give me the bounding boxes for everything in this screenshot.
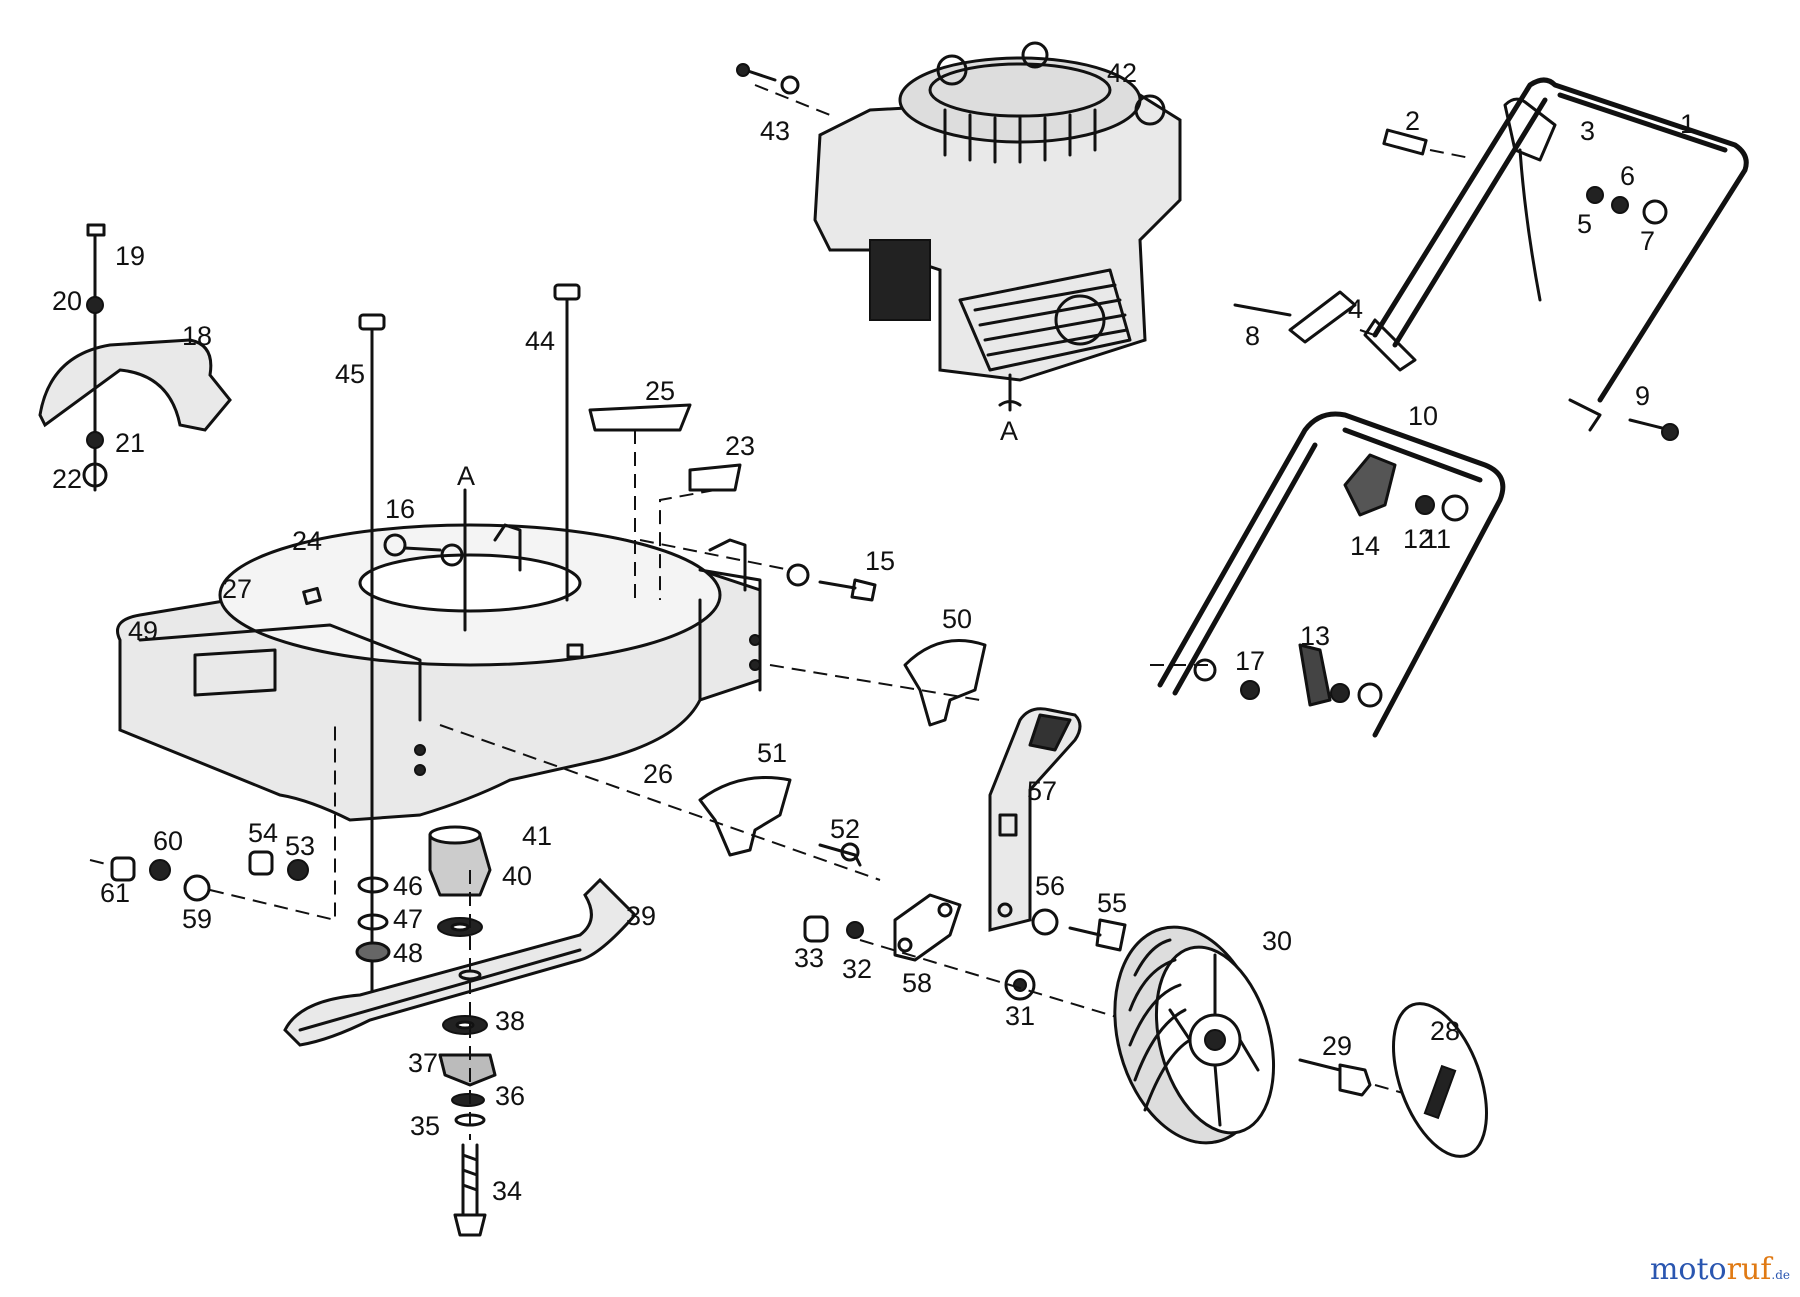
part-label-3: 3 (1580, 116, 1595, 146)
part-label-52: 52 (830, 814, 860, 844)
part-label-33: 33 (794, 943, 824, 973)
reference-mark-a-engine: A (1000, 416, 1018, 446)
watermark: motoruf.de (1650, 1252, 1790, 1287)
washers-46-48 (355, 876, 391, 963)
part-label-29: 29 (1322, 1031, 1352, 1061)
part-label-28: 28 (1430, 1016, 1460, 1046)
part-label-44: 44 (525, 326, 555, 356)
part-label-2: 2 (1405, 106, 1420, 136)
part-label-46: 46 (393, 871, 423, 901)
part-label-55: 55 (1097, 888, 1127, 918)
part-label-5: 5 (1577, 209, 1592, 239)
part-label-32: 32 (842, 954, 872, 984)
decals (588, 403, 742, 600)
part-label-25: 25 (645, 376, 675, 406)
part-label-49: 49 (128, 616, 158, 646)
reference-mark-a-deck: A (457, 461, 475, 491)
part-label-11: 11 (1423, 524, 1451, 554)
axle-and-hubcap (1298, 1002, 1488, 1158)
part-label-19: 19 (115, 241, 145, 271)
part-label-22: 22 (52, 464, 82, 494)
part-label-40: 40 (502, 861, 532, 891)
part-43-screw (736, 63, 800, 95)
part-label-6: 6 (1620, 161, 1635, 191)
part-label-17: 17 (1235, 646, 1265, 676)
deck-nuts (89, 720, 336, 922)
part-label-34: 34 (492, 1176, 522, 1206)
height-lever (818, 707, 1082, 962)
part-label-1: 1 (1680, 109, 1695, 139)
bolts-44-45 (358, 283, 581, 1012)
part-label-36: 36 (495, 1081, 525, 1111)
part-label-16: 16 (385, 494, 415, 524)
part-label-14: 14 (1350, 531, 1380, 561)
part-label-43: 43 (760, 116, 790, 146)
part-label-31: 31 (1005, 1001, 1035, 1031)
part-label-10: 10 (1408, 401, 1438, 431)
engine (813, 41, 1182, 412)
part-label-61: 61 (100, 878, 130, 908)
part-label-48: 48 (393, 938, 423, 968)
part-label-38: 38 (495, 1006, 525, 1036)
part-label-26: 26 (643, 759, 673, 789)
watermark-main: moto (1649, 1252, 1727, 1287)
part-label-41: 41 (522, 821, 552, 851)
part-label-24: 24 (292, 526, 322, 556)
watermark-accent: ruf (1726, 1252, 1772, 1287)
rear-deflector (38, 223, 232, 492)
part-label-27: 27 (222, 574, 252, 604)
part-label-4: 4 (1348, 294, 1363, 324)
part-label-9: 9 (1635, 381, 1650, 411)
watermark-suffix: .de (1771, 1268, 1790, 1282)
handle-bolts (1233, 128, 1679, 441)
part-label-54: 54 (248, 818, 278, 848)
part-label-13: 13 (1300, 621, 1330, 651)
blade-assembly (283, 825, 638, 1237)
part-label-50: 50 (942, 604, 972, 634)
part-label-59: 59 (182, 904, 212, 934)
part-label-35: 35 (410, 1111, 440, 1141)
mower-deck (116, 523, 762, 822)
part-label-42: 42 (1107, 58, 1137, 88)
part-label-12: 12 (1403, 524, 1433, 554)
part-label-45: 45 (335, 359, 365, 389)
part-label-8: 8 (1245, 321, 1260, 351)
upper-handle (1363, 77, 1749, 432)
part-label-51: 51 (757, 738, 787, 768)
mount-plates (439, 639, 987, 881)
part-label-20: 20 (52, 286, 82, 316)
part-label-21: 21 (115, 428, 145, 458)
part-label-60: 60 (153, 826, 183, 856)
part-label-37: 37 (408, 1048, 438, 1078)
rear-wheel (1113, 925, 1276, 1145)
part-label-39: 39 (626, 901, 656, 931)
part-label-23: 23 (725, 431, 755, 461)
screws-16-15 (383, 533, 877, 602)
part-label-56: 56 (1035, 871, 1065, 901)
wheel-hardware (803, 908, 1161, 1031)
part-label-30: 30 (1262, 926, 1292, 956)
part-label-47: 47 (393, 904, 423, 934)
part-label-53: 53 (285, 831, 315, 861)
lower-handle (1150, 411, 1506, 738)
part-label-15: 15 (865, 546, 895, 576)
part-label-7: 7 (1640, 226, 1655, 256)
part-label-58: 58 (902, 968, 932, 998)
part-label-18: 18 (182, 321, 212, 351)
part-label-57: 57 (1027, 776, 1057, 806)
